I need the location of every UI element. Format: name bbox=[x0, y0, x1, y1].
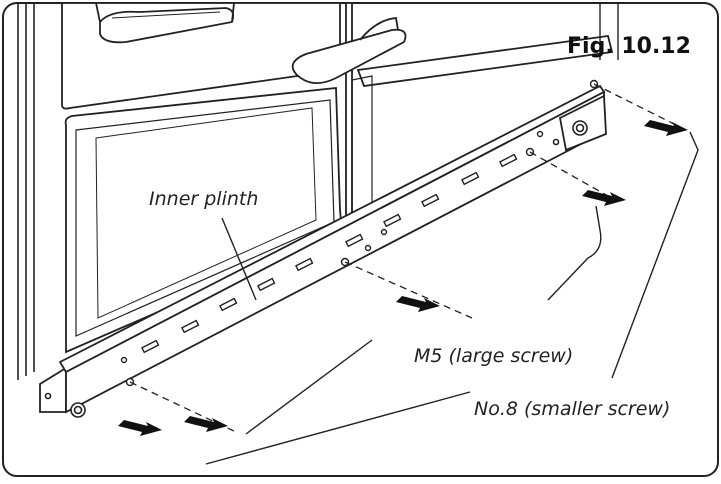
leader-inner-plinth bbox=[221, 217, 257, 301]
arrow-2 bbox=[184, 416, 228, 432]
callout-m5-screw: M5 (large screw) bbox=[414, 345, 574, 367]
leader-m5 bbox=[547, 205, 602, 301]
callout-inner-plinth: Inner plinth bbox=[149, 188, 259, 210]
arrow-4 bbox=[582, 190, 626, 206]
figure-number-label: Fig. 10.12 bbox=[567, 34, 691, 59]
right-door bbox=[345, 2, 619, 232]
plinth-slots bbox=[141, 153, 518, 354]
arrow-3 bbox=[396, 296, 440, 312]
arrow-1 bbox=[118, 420, 162, 436]
appliance-left-panel bbox=[17, 3, 35, 380]
leader-no8 bbox=[611, 131, 699, 379]
right-door-handle bbox=[291, 17, 407, 84]
foot-bolts bbox=[44, 120, 588, 418]
figure-frame bbox=[2, 2, 719, 477]
leader-no8-lower bbox=[205, 391, 471, 465]
leader-m5-lower bbox=[245, 339, 373, 435]
arrow-5 bbox=[644, 120, 688, 136]
leader-lines bbox=[205, 131, 699, 465]
direction-arrows bbox=[118, 120, 688, 436]
left-door-handle bbox=[95, 2, 235, 44]
callout-no8-screw: No.8 (smaller screw) bbox=[474, 398, 671, 420]
